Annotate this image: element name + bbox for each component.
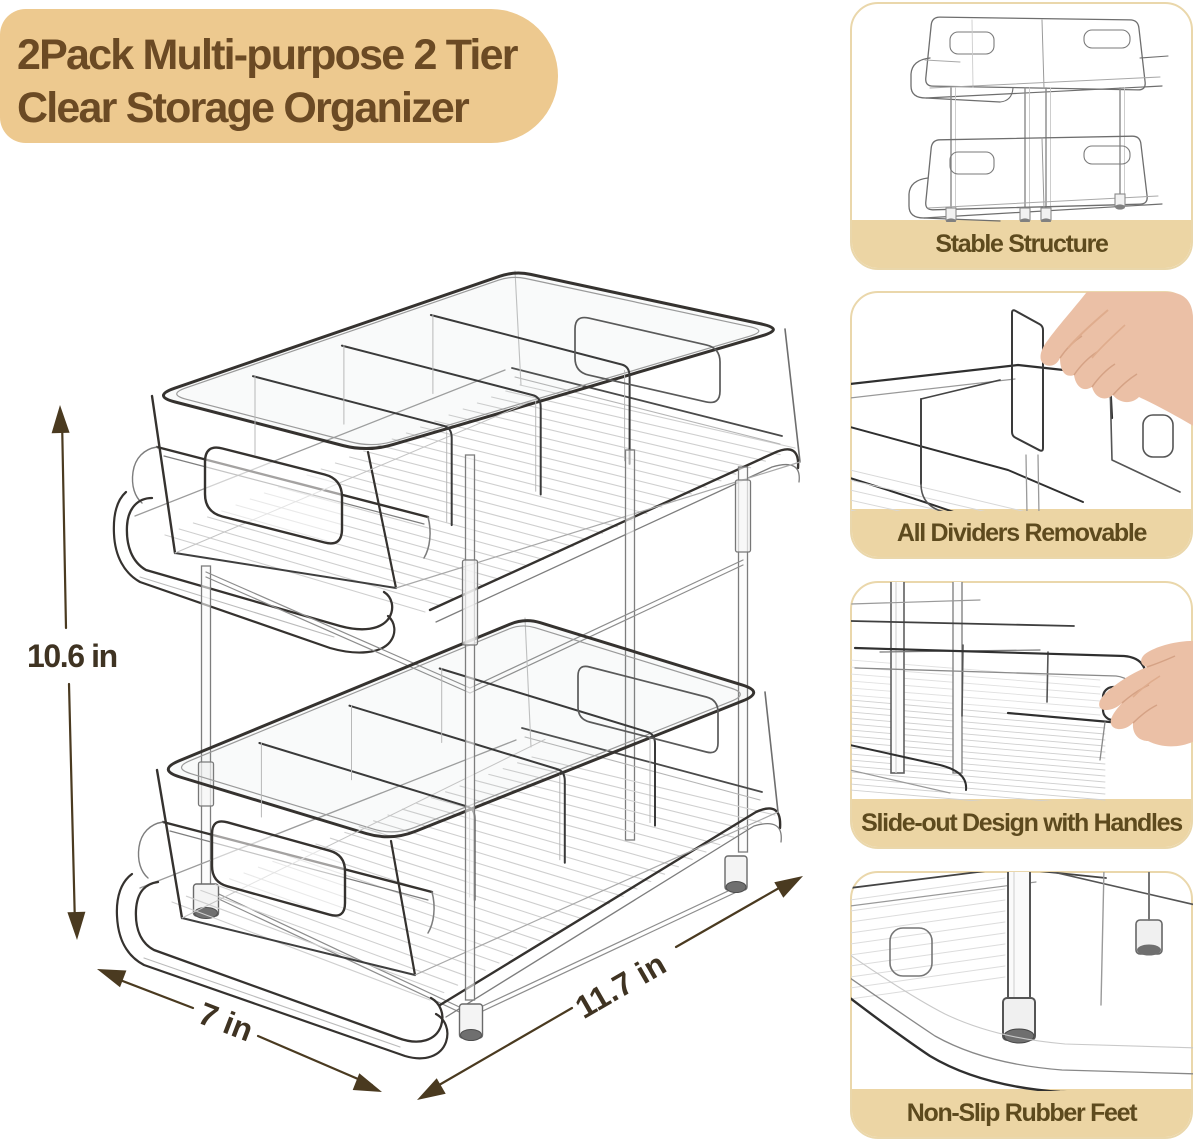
svg-text:7 in: 7 in [194, 995, 258, 1048]
svg-text:10.6 in: 10.6 in [27, 638, 117, 674]
svg-text:11.7 in: 11.7 in [569, 945, 672, 1025]
